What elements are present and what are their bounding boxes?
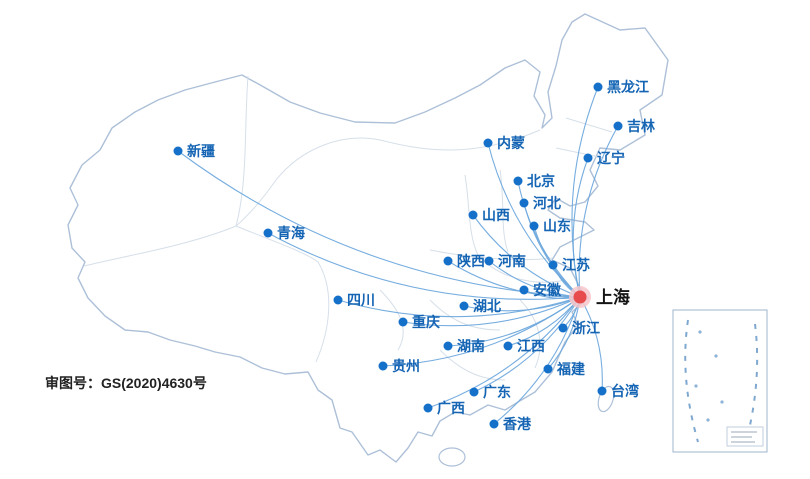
- province-label: 北京: [527, 173, 555, 189]
- province-label: 江西: [517, 338, 545, 354]
- province-dot: [468, 210, 478, 220]
- hub-dot: [573, 290, 587, 304]
- province-label: 陕西: [457, 253, 485, 269]
- province-dot: [333, 295, 343, 305]
- province-label: 福建: [556, 361, 585, 377]
- province-label: 山西: [482, 207, 510, 223]
- flight-line: [578, 125, 619, 298]
- province-label: 河南: [498, 253, 526, 269]
- flight-line: [267, 232, 581, 300]
- map-credit: 审图号：GS(2020)4630号: [45, 375, 207, 391]
- province-label: 辽宁: [597, 150, 625, 166]
- province-dot: [513, 176, 523, 186]
- province-dot: [529, 221, 539, 231]
- province-dot: [548, 260, 558, 270]
- province-label: 新疆: [187, 143, 215, 159]
- province-label: 四川: [347, 292, 375, 308]
- flight-line: [572, 157, 589, 298]
- province-dot: [593, 82, 603, 92]
- hainan-island: [438, 447, 466, 467]
- inset-islands: [694, 330, 724, 422]
- province-dot: [469, 387, 479, 397]
- province-dot: [378, 361, 388, 371]
- province-label: 内蒙: [497, 135, 525, 151]
- province-label: 青海: [277, 225, 305, 241]
- province-label: 吉林: [627, 118, 655, 134]
- china-outline: [67, 13, 669, 463]
- province-dot: [519, 198, 529, 208]
- province-labels: 黑龙江吉林辽宁 内蒙北京河北山西山东 新疆青海陕西河南 江苏安徽四川 湖北重庆 浙江湖南 江…: [187, 79, 655, 432]
- province-dot: [459, 301, 469, 311]
- province-dot: [558, 323, 568, 333]
- province-label: 江苏: [562, 257, 590, 273]
- inset-caption-text: [731, 431, 757, 443]
- province-label: 黑龙江: [607, 79, 649, 95]
- province-label: 山东: [543, 218, 571, 234]
- nine-dash-line-right: [745, 323, 759, 443]
- flight-line: [337, 296, 581, 318]
- province-label: 浙江: [572, 320, 600, 336]
- flight-line: [472, 214, 581, 298]
- province-label: 贵州: [392, 358, 420, 374]
- province-label: 重庆: [412, 314, 440, 330]
- province-dot: [483, 138, 493, 148]
- flight-line: [463, 296, 581, 312]
- province-dot: [443, 256, 453, 266]
- province-dot: [173, 146, 183, 156]
- province-dots: [173, 82, 623, 429]
- province-dot: [443, 341, 453, 351]
- hub-marker: 上海: [569, 286, 630, 308]
- province-label: 广西: [437, 400, 465, 416]
- province-dot: [484, 256, 494, 266]
- province-label: 湖南: [457, 338, 485, 354]
- province-label: 河北: [533, 195, 561, 211]
- sea-inset: [672, 309, 768, 453]
- province-dot: [398, 317, 408, 327]
- province-label: 湖北: [473, 298, 501, 314]
- province-dot: [519, 285, 529, 295]
- flight-line: [447, 260, 581, 298]
- province-label: 安徽: [533, 282, 562, 298]
- province-dot: [583, 153, 593, 163]
- flight-line: [427, 296, 581, 409]
- province-label: 台湾: [611, 383, 639, 399]
- hub-label: 上海: [596, 287, 630, 307]
- province-dot: [423, 403, 433, 413]
- province-dot: [597, 386, 607, 396]
- province-dot: [543, 364, 553, 374]
- province-dot: [503, 341, 513, 351]
- flight-line: [382, 296, 581, 367]
- flight-line: [402, 296, 581, 327]
- province-dot: [613, 121, 623, 131]
- flight-line: [473, 296, 581, 393]
- province-dot: [263, 228, 273, 238]
- province-label: 广东: [483, 384, 511, 400]
- province-dot: [489, 419, 499, 429]
- nine-dash-line-left: [684, 319, 699, 443]
- province-label: 香港: [502, 416, 532, 432]
